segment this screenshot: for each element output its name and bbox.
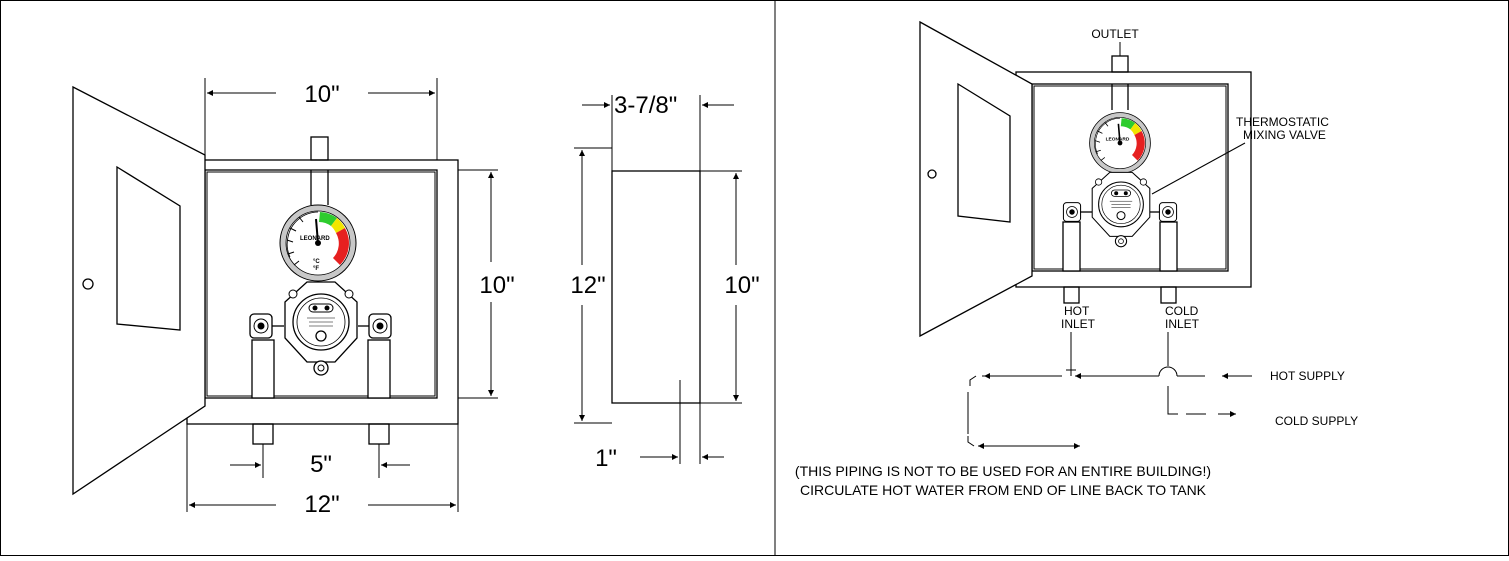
outlet-stub-r [1111,55,1129,73]
dim-depth: 3-7/8" [614,92,677,119]
temperature-gauge: LEONARD °C °F [279,204,357,282]
cold-inlet-stub-r [1160,286,1177,304]
cold-supply-label: COLD SUPPLY [1275,414,1358,428]
open-door [72,85,206,496]
cold-inlet-label-line1: COLD [1165,304,1199,318]
open-door-r [919,20,1033,338]
note-line1: (THIS PIPING IS NOT TO BE USED FOR AN EN… [795,463,1211,479]
dim-box-width: 12" [304,491,339,518]
hot-inlet-label-line2: INLET [1061,317,1096,331]
door-latch [82,278,94,290]
cold-inlet-stub [368,423,390,445]
cold-inlet-label-line2: INLET [1165,317,1200,331]
outlet-label: OUTLET [1091,27,1139,41]
dim-side-inner-height: 10" [724,272,759,299]
gauge-brand-r: LEONARD [1106,137,1130,143]
outlet-stub [310,136,329,161]
box-inner-lip [206,171,436,397]
gauge-unit-c: °C [313,259,320,265]
tmv-label-line1: THERMOSTATIC [1236,115,1329,129]
hot-supply-label: HOT SUPPLY [1270,369,1345,383]
door-window-r [957,82,1011,223]
note-line2: CIRCULATE HOT WATER FROM END OF LINE BAC… [800,482,1207,498]
piping-diagram: OUTLET LEONARD THERMOSTATIC MIXING VALVE… [795,20,1358,498]
dim-flange: 1" [595,445,617,472]
mixing-valve-r [1091,171,1151,248]
hot-inlet-stub [252,423,274,445]
door-window [116,165,181,331]
dim-top-width: 10" [304,81,339,108]
side-view: 3-7/8" 12" 10" 1" [570,92,759,472]
dim-inner-height: 10" [479,272,514,299]
temperature-gauge-r: LEONARD [1088,111,1152,175]
tmv-label-line2: MIXING VALVE [1243,128,1326,142]
gauge-brand: LEONARD [300,236,330,242]
front-view: LEONARD °C °F 10" 10" 5" 12" [72,78,515,518]
dim-pipe-spacing: 5" [310,451,332,478]
mixing-valve [284,281,358,376]
hot-inlet-stub-r [1063,286,1080,304]
tmv-leader [1151,142,1246,195]
side-box [611,170,701,404]
gauge-unit-f: °F [313,266,319,272]
hot-inlet-label-line1: HOT [1064,304,1090,318]
dim-side-height: 12" [570,272,605,299]
